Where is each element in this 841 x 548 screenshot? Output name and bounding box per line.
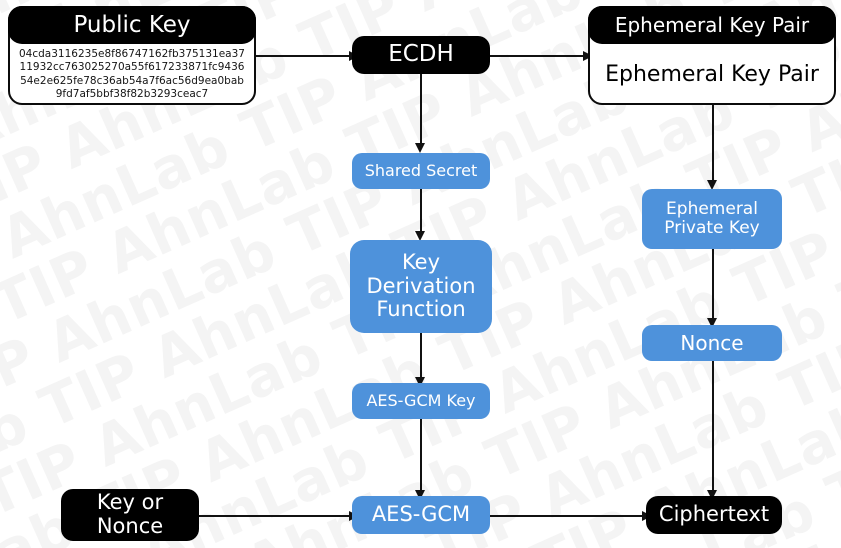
node-aes-gcm-key[interactable]: AES-GCM Key [352, 383, 490, 419]
shared-secret-label: Shared Secret [364, 161, 478, 181]
ephemeral-key-pair-header-label: Ephemeral Key Pair [614, 13, 810, 37]
edge-nonce-to-ciphertext [712, 361, 714, 493]
edge-aes-gcm-key-to-aes-gcm [420, 419, 422, 493]
node-public-key[interactable]: Public Key 04cda3116235e8f86747162fb3751… [8, 6, 256, 105]
edge-arrowhead-shared-secret-in [414, 143, 425, 153]
key-or-nonce-label-line2: Nonce [96, 514, 164, 538]
ephemeral-private-key-label-line1: Ephemeral [666, 198, 758, 219]
public-key-value-line: 11932cc763025270a55f617233871fc9436 [19, 61, 245, 74]
nonce-label: Nonce [680, 330, 744, 355]
public-key-value-line: 54e2e625fe78c36ab54a7f6ac56d9ea0bab [20, 74, 244, 87]
edge-ecdh-to-shared-secret [420, 73, 422, 146]
node-nonce[interactable]: Nonce [642, 325, 782, 361]
public-key-value: 04cda3116235e8f86747162fb375131ea37 1193… [10, 46, 254, 103]
ephemeral-private-key-label-line2: Private Key [664, 218, 760, 238]
kdf-label-line2: Derivation [366, 273, 476, 298]
edge-public-key-to-ecdh [256, 55, 352, 57]
kdf-label-line1: Key [401, 250, 441, 275]
edge-ecdh-to-ephemeral-key-pair [490, 55, 588, 57]
edge-key-or-nonce-to-aes-gcm [199, 515, 355, 517]
ecdh-label: ECDH [388, 41, 454, 68]
ephemeral-key-pair-header: Ephemeral Key Pair [588, 6, 836, 44]
node-aes-gcm[interactable]: AES-GCM [352, 496, 490, 534]
node-key-derivation-function[interactable]: Key Derivation Function [350, 240, 492, 333]
node-ephemeral-key-pair[interactable]: Ephemeral Key Pair Ephemeral Key Pair [588, 6, 836, 105]
ciphertext-label: Ciphertext [658, 502, 770, 527]
edge-arrowhead-aes-gcm-key-in [414, 377, 425, 387]
public-key-value-line: 9fd7af5bbf38f82b3293ceac7 [55, 87, 209, 100]
edge-arrowhead-aes-gcm-in [414, 490, 425, 500]
edge-arrowhead-ciphertext-top-in [706, 490, 717, 500]
public-key-value-line: 04cda3116235e8f86747162fb375131ea37 [19, 48, 245, 61]
node-ephemeral-private-key[interactable]: Ephemeral Private Key [642, 189, 782, 249]
edge-private-key-to-nonce [712, 249, 714, 321]
edge-arrowhead-kdf-in [414, 231, 425, 241]
kdf-label-line3: Function [376, 297, 466, 322]
edge-aes-gcm-to-ciphertext [490, 515, 648, 517]
edge-kdf-to-aes-gcm-key [420, 333, 422, 380]
ephemeral-key-pair-body-label: Ephemeral Key Pair [605, 62, 819, 87]
aes-gcm-label: AES-GCM [371, 502, 471, 527]
edge-ephemeral-key-pair-to-private-key [712, 103, 714, 183]
key-or-nonce-label-line1: Key or [96, 490, 164, 515]
public-key-header-label: Public Key [73, 12, 191, 38]
node-ciphertext[interactable]: Ciphertext [646, 496, 782, 534]
edge-shared-secret-to-kdf [420, 189, 422, 234]
edge-arrowhead-ephemeral-private-key-in [706, 180, 717, 190]
edge-arrowhead-nonce-in [706, 318, 717, 328]
node-ecdh[interactable]: ECDH [352, 36, 490, 74]
node-shared-secret[interactable]: Shared Secret [352, 153, 490, 189]
node-key-or-nonce[interactable]: Key or Nonce [61, 489, 199, 541]
public-key-header: Public Key [8, 6, 256, 44]
ephemeral-key-pair-body: Ephemeral Key Pair [590, 46, 834, 103]
aes-gcm-key-label: AES-GCM Key [366, 391, 476, 411]
